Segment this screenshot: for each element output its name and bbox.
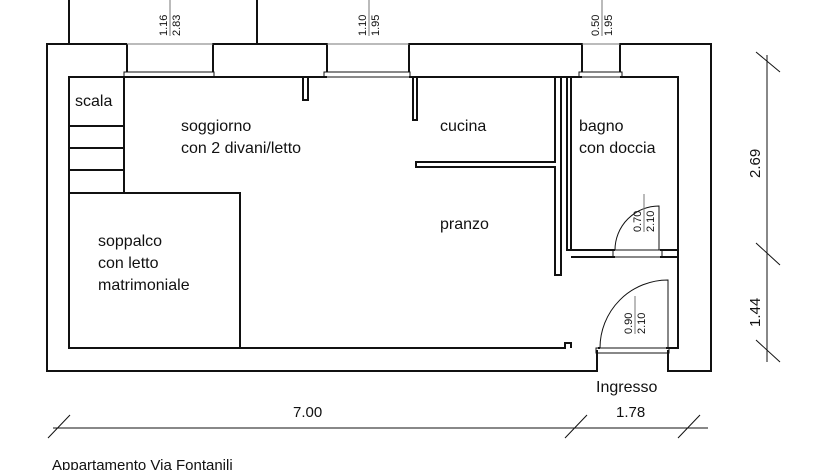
room-pranzo: pranzo bbox=[440, 216, 489, 233]
svg-text:2.83: 2.83 bbox=[171, 15, 183, 36]
outer-wall bbox=[46, 43, 712, 372]
bath-door-threshold bbox=[612, 249, 663, 258]
dimension-bottom bbox=[47, 414, 708, 439]
room-soggiorno-2: con 2 divani/letto bbox=[181, 140, 301, 157]
svg-text:0.90: 0.90 bbox=[623, 313, 635, 334]
dim-2-69: 2.69 bbox=[747, 149, 764, 178]
window-2 bbox=[323, 71, 411, 78]
room-soppalco-2: con letto bbox=[98, 255, 159, 272]
entrance-door-arc bbox=[599, 279, 669, 349]
svg-text:1.10: 1.10 bbox=[357, 15, 369, 36]
room-cucina: cucina bbox=[440, 118, 486, 135]
room-scala: scala bbox=[75, 93, 112, 110]
window-1 bbox=[123, 71, 215, 78]
room-soppalco-3: matrimoniale bbox=[98, 277, 190, 294]
dim-7-00: 7.00 bbox=[293, 404, 322, 421]
svg-text:1.95: 1.95 bbox=[603, 15, 615, 36]
room-bagno-1: bagno bbox=[579, 118, 624, 135]
caption: Appartamento Via Fontanili bbox=[52, 457, 233, 470]
svg-text:0.70: 0.70 bbox=[632, 211, 644, 232]
dimension-right bbox=[755, 51, 781, 363]
top-inner-wall bbox=[124, 76, 679, 257]
dim-1-78: 1.78 bbox=[616, 404, 645, 421]
bath-wall bbox=[566, 77, 678, 251]
room-bagno-2: con doccia bbox=[579, 140, 656, 157]
room-soggiorno-1: soggiorno bbox=[181, 118, 251, 135]
window-3 bbox=[578, 71, 623, 78]
soppalco-wall bbox=[124, 192, 241, 348]
room-soppalco-1: soppalco bbox=[98, 233, 162, 250]
svg-text:0.50: 0.50 bbox=[590, 15, 602, 36]
room-ingresso: Ingresso bbox=[596, 379, 657, 396]
bath-door-arc bbox=[614, 205, 660, 251]
svg-text:2.10: 2.10 bbox=[636, 313, 648, 334]
kitchen-wall bbox=[412, 77, 562, 276]
dim-1-44: 1.44 bbox=[747, 298, 764, 327]
svg-text:1.95: 1.95 bbox=[370, 15, 382, 36]
entrance-threshold bbox=[595, 347, 670, 354]
svg-text:2.10: 2.10 bbox=[645, 211, 657, 232]
svg-text:1.16: 1.16 bbox=[158, 15, 170, 36]
stub-wall bbox=[302, 77, 309, 101]
